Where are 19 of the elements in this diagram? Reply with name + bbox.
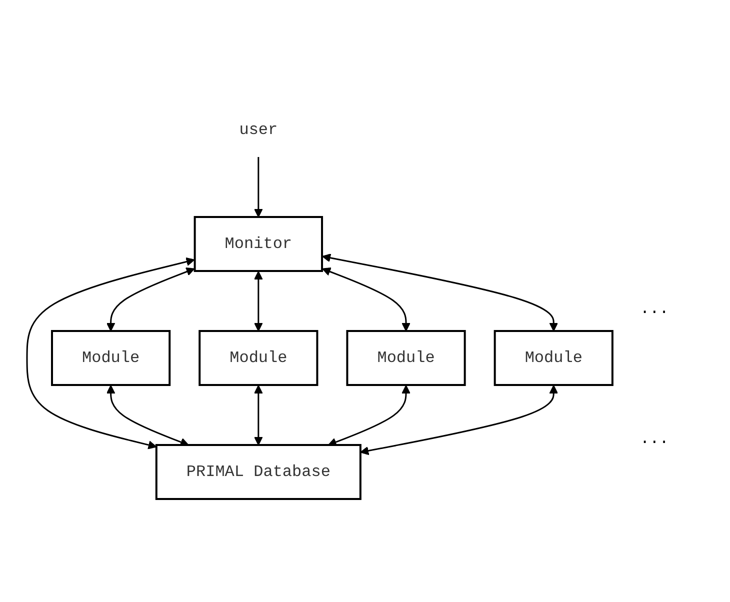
arrow bbox=[254, 385, 264, 446]
ellipsis-label: ... bbox=[640, 430, 669, 448]
arrow bbox=[328, 385, 411, 446]
node-box: Monitor bbox=[194, 216, 324, 272]
arrow bbox=[254, 157, 264, 218]
node-box: Module bbox=[198, 330, 318, 386]
node-box: Module bbox=[51, 330, 171, 386]
arrow bbox=[106, 385, 190, 446]
ellipsis-label: ... bbox=[640, 300, 669, 318]
arrow bbox=[360, 385, 558, 456]
arrow bbox=[106, 267, 196, 332]
node-box: Module bbox=[494, 330, 614, 386]
node-box: PRIMAL Database bbox=[156, 444, 362, 500]
node-text: user bbox=[239, 121, 278, 139]
arrow bbox=[322, 254, 558, 332]
node-box: Module bbox=[346, 330, 466, 386]
arrow bbox=[254, 271, 264, 332]
arrow bbox=[322, 267, 411, 332]
arrow bbox=[26, 257, 196, 450]
